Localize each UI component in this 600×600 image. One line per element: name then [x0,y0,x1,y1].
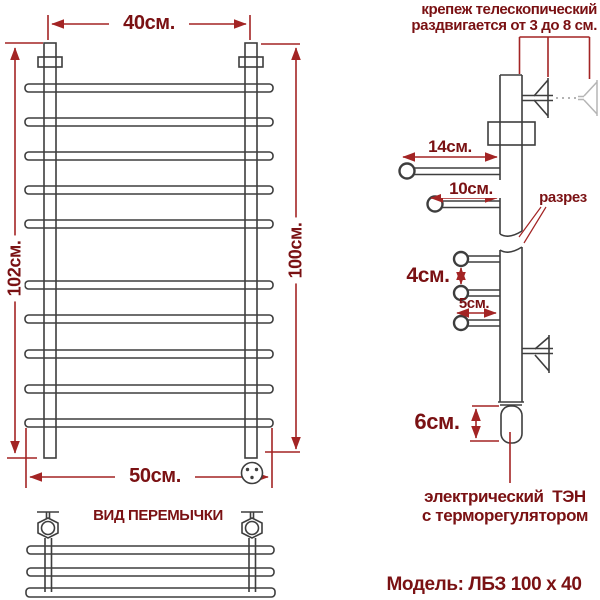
lower-bracket-stem [522,347,553,355]
dim-right-height-label: 100см. [286,217,306,284]
heater-capsule [500,405,523,444]
side-view-structure [398,74,553,444]
mount-note-line1: крепеж телескопический [421,1,597,18]
pipe-lower [499,247,523,402]
front-view-structure [24,42,274,459]
dim-heater-height-label: 6см. [414,409,460,434]
mount-block [487,121,536,146]
section-label: разрез [539,189,587,206]
dim-rung-offset-label: 5см. [458,295,490,312]
dim-long-rung-label: 14см. [420,138,480,156]
pipe-upper [499,74,523,234]
front-view-dimensions [5,15,301,488]
rungs [24,83,274,428]
dim-rung-spacing-label: 4см. [406,264,450,287]
rung-end-14 [398,162,416,180]
heater-note-line1: электрический ТЭН [424,487,586,506]
right-nut [238,56,264,68]
telescopic-ghost-cone [578,80,598,116]
side-view-dimensions [402,36,591,483]
crossbar-view-title: ВИД ПЕРЕМЫЧКИ [93,507,223,524]
left-nut [37,56,63,68]
section-break [499,230,523,253]
rung-end-a [452,250,470,268]
dim-short-rung-label: 10см. [441,180,501,198]
rung-end-b [452,284,470,302]
pipe-collar [498,401,524,406]
rung-end-c [452,314,470,332]
telescopic-mount-note: крепеж телескопический раздвигается от 3… [390,2,597,34]
upper-bracket-stem [522,94,553,102]
crossbar-view-structure [25,511,276,598]
heater-note: электрический ТЭН с терморегулятором [405,487,600,525]
section-leader [518,206,547,244]
power-connector [240,461,264,485]
left-post [43,42,57,459]
dim-left-height-label: 102см. [5,235,25,302]
dim-top-width-label: 40см. [109,13,189,34]
heater-note-line2: с терморегулятором [421,506,589,525]
model-label: Модель: ЛБЗ 100 х 40 [386,574,582,595]
telescopic-range-bracket [518,36,591,79]
mount-note-line2: раздвигается от 3 до 8 см. [411,17,597,34]
right-post [244,42,258,459]
dim-bottom-width-label: 50см. [115,466,195,487]
upper-bracket-cone [533,78,549,118]
